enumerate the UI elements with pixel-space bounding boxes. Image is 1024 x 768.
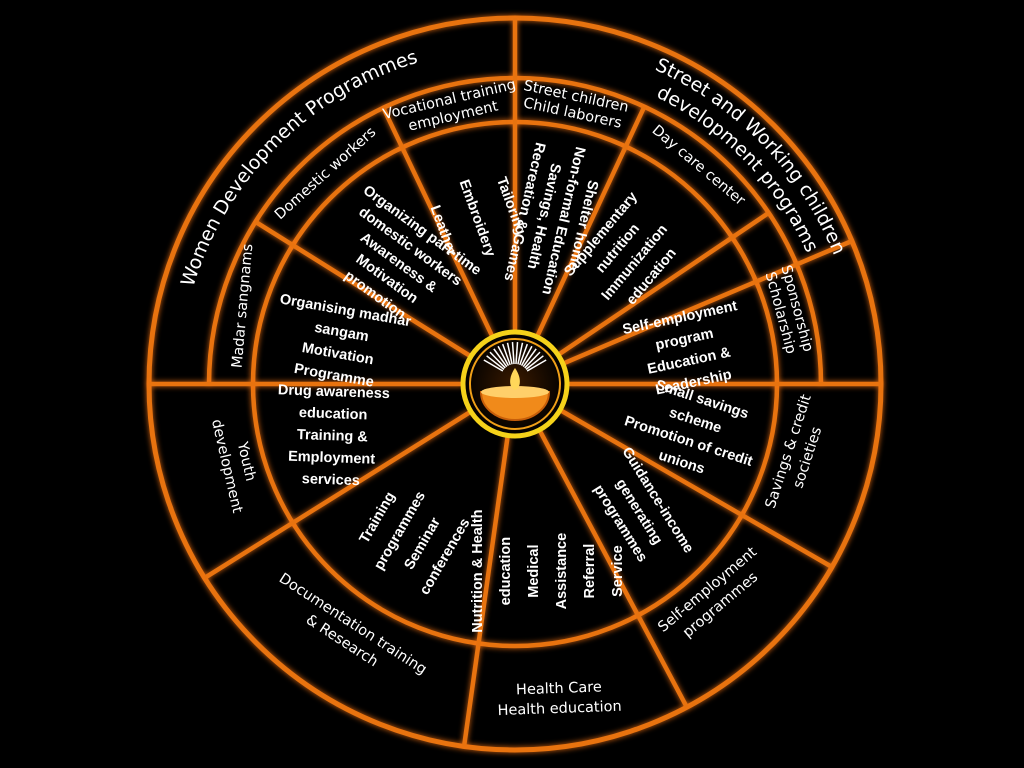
spoke-11 xyxy=(203,409,473,580)
lamp-bowl xyxy=(479,391,551,421)
light-ray xyxy=(517,342,524,365)
segment-detail-youth-development: Drug awareness educationTraining & Employm… xyxy=(275,382,391,490)
segment-label-health-care: Health CareHealth education xyxy=(497,679,622,719)
wheel-spokes xyxy=(149,18,881,747)
segment-label-health-care-line: Health education xyxy=(497,699,622,719)
spoke-10 xyxy=(461,435,510,747)
spoke-6 xyxy=(534,105,647,338)
spoke-3 xyxy=(381,106,495,339)
segment-detail-health-care: Nutrition & Health education Medical Assist… xyxy=(470,509,626,632)
segment-label-sponsorship: SponsorshipScholarship xyxy=(761,264,816,358)
spoke-4 xyxy=(254,219,473,359)
light-ray xyxy=(486,355,505,370)
light-ray xyxy=(493,348,508,368)
segment-detail-vocational-training-line: Embroidery xyxy=(456,178,499,259)
segment-detail-youth-development-line: education xyxy=(299,405,368,423)
segment-detail-domestic-workers: Organizing part-timedomestic workersAwar… xyxy=(313,183,484,344)
spoke-5 xyxy=(556,211,770,357)
spoke-8 xyxy=(558,408,834,569)
segment-label-documentation: Documentation training& Research xyxy=(265,571,429,695)
segment-detail-health-care-line: Nutrition & Health xyxy=(470,509,486,632)
segment-detail-madar-sangams-line: sangam xyxy=(313,320,370,345)
light-ray xyxy=(519,343,529,366)
segment-detail-documentation: TrainingprogrammesSeminarconferences xyxy=(349,476,474,599)
spoke-9 xyxy=(537,428,689,709)
segment-detail-health-care-line: Service xyxy=(610,545,626,597)
segment-detail-health-care-line: Referral xyxy=(582,544,598,599)
light-ray xyxy=(522,348,537,368)
segment-label-self-employment: Self-employmentprogrammes xyxy=(655,544,773,651)
light-ray xyxy=(515,342,519,365)
segment-detail-youth-development-line: Employment xyxy=(288,449,376,468)
light-ray xyxy=(511,342,515,365)
segment-detail-youth-development-line: Drug awareness xyxy=(278,382,391,402)
light-ray xyxy=(526,359,547,372)
oil-lamp-icon xyxy=(460,329,570,439)
segment-detail-youth-development-line: Training & xyxy=(297,427,369,445)
light-ray xyxy=(524,351,541,369)
light-ray xyxy=(520,345,533,366)
light-ray xyxy=(506,342,513,365)
spoke-7 xyxy=(561,238,853,366)
hub-inner-circle xyxy=(469,338,561,430)
segment-detail-health-care-line: education xyxy=(498,537,514,605)
segment-detail-youth-development-line: services xyxy=(302,471,361,489)
segment-detail-health-care-line: Assistance xyxy=(554,533,570,610)
segment-detail-health-care-line: Medical xyxy=(526,545,542,598)
light-ray xyxy=(483,359,504,372)
light-ray xyxy=(497,345,510,366)
light-ray xyxy=(489,351,506,369)
lamp-flame xyxy=(510,368,520,390)
light-ray xyxy=(501,343,511,366)
lamp-rim xyxy=(481,386,549,398)
segment-label-health-care-line: Health Care xyxy=(516,679,602,698)
light-ray xyxy=(525,355,544,370)
